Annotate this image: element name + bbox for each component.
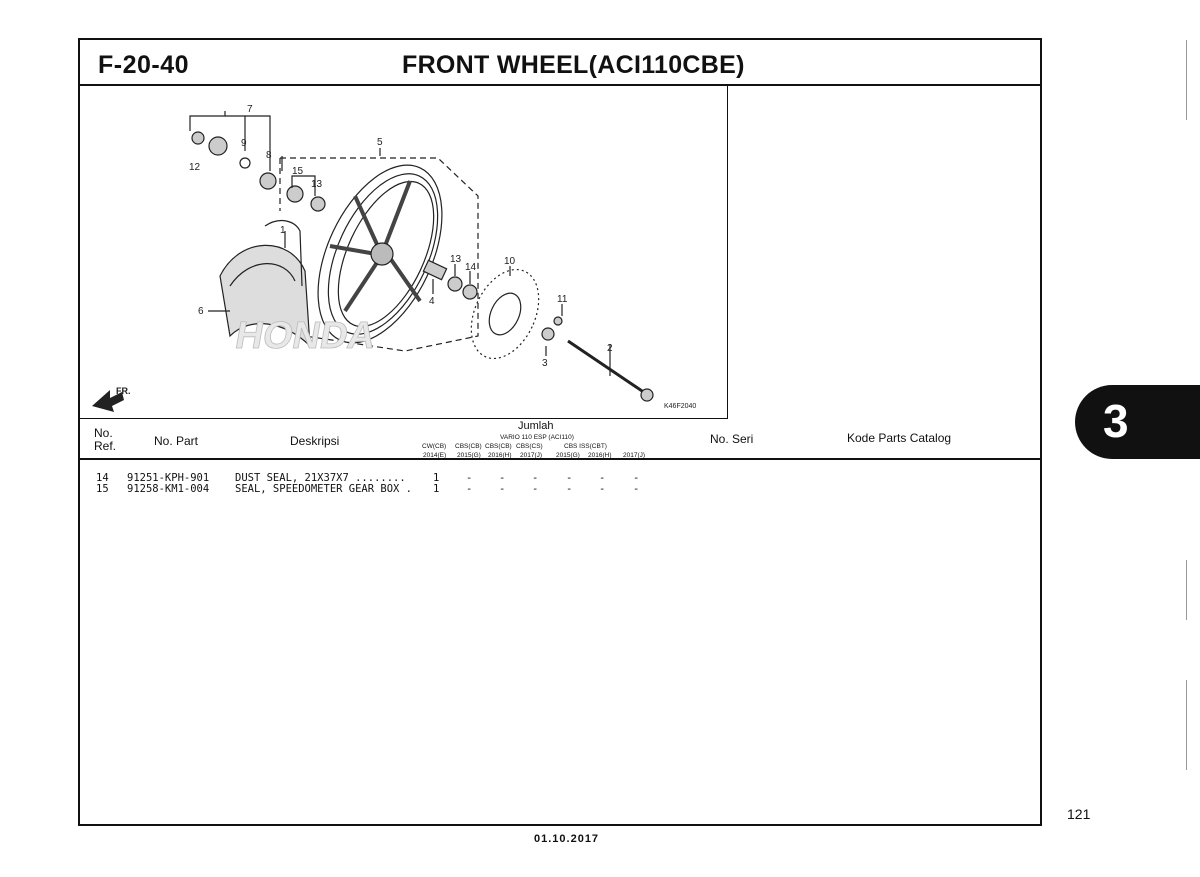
row-qty-2: - [466,483,473,495]
row-qty-7: - [633,472,640,484]
row-qty-6: - [599,483,606,495]
svg-text:HONDA: HONDA [232,314,379,357]
row-description: DUST SEAL, 21X37X7 ........ [235,472,406,484]
row-part-number: 91251-KPH-901 [127,472,210,484]
callout-12: 12 [189,162,201,173]
front-marker: FR. [116,386,131,396]
page-number: 121 [1067,806,1091,822]
row-qty-5: - [566,472,573,484]
header-jumlah: Jumlah [518,420,554,432]
row-qty-4: - [532,472,539,484]
header-no-part: No. Part [154,434,199,448]
row-description: SEAL, SPEEDOMETER GEAR BOX . [235,483,413,495]
section-code: F-20-40 [98,51,190,79]
page-edge-line [1186,680,1187,770]
callout-11: 11 [557,294,568,305]
year-col-1: 2014(E) [423,452,447,459]
year-col-2: 2015(G) [457,452,481,459]
catalog-date: 01.10.2017 [534,833,600,845]
row-qty-3: - [499,472,506,484]
callout-9: 9 [241,138,247,149]
page-title: FRONT WHEEL(ACI110CBE) [402,51,745,79]
variant-cbs-cs: CBS(CS) [516,443,543,450]
header-no-ref-line1: No. [94,426,113,440]
callout-13b: 13 [450,254,462,265]
header-no-ref-line2: Ref. [94,439,117,453]
header-deskripsi: Deskripsi [290,434,340,448]
row-part-number: 91258-KM1-004 [127,483,210,495]
callout-3: 3 [542,358,548,369]
header-kode-parts: Kode Parts Catalog [847,431,952,445]
title-bar: F-20-40 FRONT WHEEL(ACI110CBE) [80,40,1040,86]
callout-8: 8 [266,150,272,161]
year-col-4: 2017(J) [520,452,543,459]
page-edge-line [1186,40,1187,120]
callout-15: 15 [292,166,304,177]
section-tab-number: 3 [1103,395,1129,447]
year-col-3: 2016(H) [488,452,512,459]
row-ref: 14 [96,472,109,484]
exploded-diagram: HONDA FR. 7 9 8 12 5 15 13 1 6 13 14 4 1… [80,86,728,419]
variant-cbs-iss: CBS ISS(CBT) [564,443,607,450]
row-ref: 15 [96,483,109,495]
figure-code: K46F2040 [664,403,696,410]
callout-13a: 13 [311,179,323,190]
table-row: 15 91258-KM1-004 SEAL, SPEEDOMETER GEAR … [80,484,1040,495]
section-tab: 3 [1075,385,1200,459]
row-qty-1: 1 [433,483,440,495]
row-qty-5: - [566,483,573,495]
variant-cbs-cb-1: CBS(CB) [455,443,482,450]
year-col-7: 2017(J) [623,452,646,459]
variant-cbs-cb-2: CBS(CB) [485,443,512,450]
row-qty-1: 1 [433,472,440,484]
page-edge-line [1186,560,1187,620]
catalog-page-frame: F-20-40 FRONT WHEEL(ACI110CBE) [78,38,1042,826]
row-qty-4: - [532,483,539,495]
row-qty-2: - [466,472,473,484]
table-header: No. Ref. No. Part Deskripsi Jumlah VARIO… [80,420,1040,460]
front-wheel-diagram: HONDA FR. 7 9 8 12 5 15 13 1 6 13 14 4 1… [92,104,696,412]
variant-cw-cb: CW(CB) [422,443,447,450]
table-row: 14 91251-KPH-901 DUST SEAL, 21X37X7 ....… [80,473,1040,484]
callout-5: 5 [377,137,383,148]
header-model: VARIO 110 ESP (ACI110) [500,434,574,441]
callout-6: 6 [198,306,204,317]
callout-2: 2 [607,343,613,354]
row-qty-7: - [633,483,640,495]
year-col-6: 2016(H) [588,452,612,459]
header-no-ref: No. Ref. [94,427,116,453]
callout-14: 14 [465,262,477,273]
callout-7: 7 [247,104,253,115]
year-col-5: 2015(G) [556,452,580,459]
row-qty-6: - [599,472,606,484]
row-qty-3: - [499,483,506,495]
callout-10: 10 [504,256,516,267]
callout-4: 4 [429,296,435,307]
callout-1: 1 [280,225,286,236]
header-no-seri: No. Seri [710,432,754,446]
